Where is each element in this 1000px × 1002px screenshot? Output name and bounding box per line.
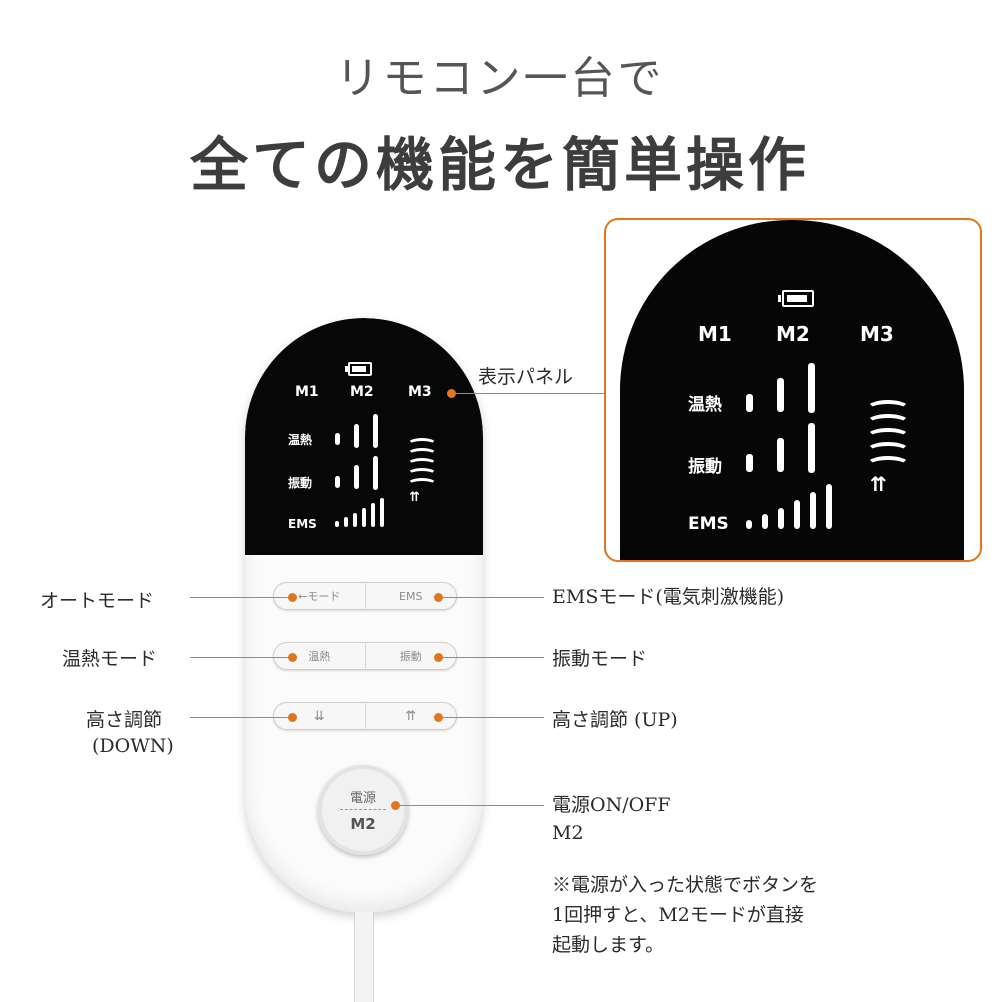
callout-vibe-dot bbox=[434, 653, 443, 662]
power-divider bbox=[340, 809, 386, 810]
callout-height-down-sub: (DOWN) bbox=[92, 735, 174, 757]
ems-bar-6 bbox=[380, 498, 384, 527]
callout-auto-dot bbox=[288, 593, 297, 602]
vibe-bar-1 bbox=[335, 476, 340, 488]
battery-icon bbox=[345, 362, 372, 376]
callout-up-line bbox=[438, 717, 544, 718]
battery-icon bbox=[778, 290, 814, 307]
zoom-heat-bar-3 bbox=[808, 363, 815, 413]
callout-ems-line bbox=[438, 597, 544, 598]
vibe-bar-3 bbox=[373, 456, 378, 490]
callout-height-up: 高さ調節 (UP) bbox=[552, 709, 678, 731]
vibe-bar-2 bbox=[354, 465, 359, 489]
ems-bar-2 bbox=[344, 517, 348, 527]
zoom-vibe-bar-2 bbox=[777, 438, 784, 472]
lcd-mode-m3: M3 bbox=[408, 384, 432, 400]
height-up-button[interactable]: ⇈ bbox=[364, 703, 457, 729]
zoomed-display: M1 M2 M3 温熱 振動 EMS ⇈ bbox=[620, 220, 964, 560]
ems-bar-3 bbox=[353, 513, 357, 527]
lcd-vibe-label: 振動 bbox=[288, 476, 313, 490]
callout-up-dot bbox=[434, 713, 443, 722]
lcd-heat-label: 温熱 bbox=[288, 433, 313, 447]
heat-button[interactable]: 温熱 bbox=[308, 650, 331, 663]
ems-button[interactable]: EMS bbox=[364, 583, 457, 609]
callout-display-line bbox=[452, 393, 605, 394]
mode-button[interactable]: ←モード bbox=[298, 589, 341, 604]
callout-power-line bbox=[396, 805, 544, 806]
callout-power-sub: M2 bbox=[552, 822, 584, 844]
zoom-ems-bar-3 bbox=[778, 508, 784, 529]
height-button-row: ⇊ ⇈ bbox=[273, 702, 457, 730]
zoom-heat-label: 温熱 bbox=[688, 395, 722, 415]
display-zoom-panel: M1 M2 M3 温熱 振動 EMS ⇈ bbox=[604, 218, 982, 562]
ems-bar-1 bbox=[335, 521, 339, 527]
heat-bar-3 bbox=[373, 414, 378, 448]
callout-vibe-mode: 振動モード bbox=[552, 648, 648, 670]
zoom-ems-bar-1 bbox=[746, 520, 752, 529]
power-note-line-1: ※電源が入った状態でボタンを bbox=[552, 874, 819, 896]
zoom-vibe-bar-3 bbox=[808, 423, 815, 473]
callout-auto-mode: オートモード bbox=[40, 590, 155, 612]
vibe-button[interactable]: 振動 bbox=[364, 643, 457, 669]
heat-bar-1 bbox=[335, 433, 340, 445]
callout-heat-mode: 温熱モード bbox=[62, 648, 158, 670]
callout-height-down: 高さ調節 bbox=[86, 709, 163, 731]
zoom-heat-bar-2 bbox=[777, 378, 784, 412]
zoom-height-level-icon: ⇈ bbox=[864, 400, 914, 500]
lcd-mode-m1: M1 bbox=[295, 384, 319, 400]
lcd-mode-m2: M2 bbox=[350, 384, 374, 400]
height-up-icon: ⇈ bbox=[405, 708, 417, 724]
power-button-label: 電源 bbox=[349, 791, 376, 806]
callout-ems-mode: EMSモード(電気刺激機能) bbox=[552, 586, 785, 608]
callout-vibe-line bbox=[438, 657, 544, 658]
heat-bar-2 bbox=[354, 424, 359, 448]
zoom-ems-label: EMS bbox=[688, 514, 729, 534]
zoom-mode-m1: M1 bbox=[698, 322, 732, 346]
height-down-icon: ⇊ bbox=[313, 708, 325, 724]
zoom-vibe-label: 振動 bbox=[688, 457, 722, 477]
subtitle: リモコン一台で bbox=[335, 53, 665, 104]
heat-vibe-button-row: 温熱 振動 bbox=[273, 642, 457, 670]
callout-ems-dot bbox=[434, 593, 443, 602]
zoom-ems-bar-5 bbox=[810, 492, 816, 529]
zoom-ems-bar-2 bbox=[762, 514, 768, 529]
callout-display-dot bbox=[447, 389, 456, 398]
callout-heat-dot bbox=[288, 653, 297, 662]
zoom-ems-bar-4 bbox=[794, 500, 800, 529]
power-note-line-2: 1回押すと、M2モードが直接 bbox=[552, 904, 804, 926]
callout-display-panel: 表示パネル bbox=[478, 366, 574, 388]
callout-down-line bbox=[190, 717, 292, 718]
callout-auto-line bbox=[190, 597, 292, 598]
zoom-mode-m2: M2 bbox=[776, 322, 810, 346]
ems-bar-5 bbox=[371, 503, 375, 527]
callout-down-dot bbox=[288, 713, 297, 722]
zoom-vibe-bar-1 bbox=[746, 454, 753, 472]
remote-display-panel: M1 M2 M3 温熱 振動 EMS ⇈ bbox=[245, 318, 483, 555]
height-down-button[interactable]: ⇊ bbox=[274, 703, 365, 729]
callout-power: 電源ON/OFF bbox=[552, 794, 671, 816]
power-button[interactable]: 電源 M2 bbox=[318, 765, 408, 855]
ems-bar-4 bbox=[362, 508, 366, 527]
callout-heat-line bbox=[190, 657, 292, 658]
power-button-mode: M2 bbox=[350, 815, 376, 833]
page-title: 全ての機能を簡単操作 bbox=[189, 131, 810, 199]
callout-power-dot bbox=[391, 801, 400, 810]
remote-control: M1 M2 M3 温熱 振動 EMS ⇈ ←モード EMS bbox=[245, 318, 483, 913]
remote-cable bbox=[354, 912, 374, 1002]
zoom-ems-bar-6 bbox=[826, 484, 832, 529]
height-level-icon: ⇈ bbox=[405, 438, 439, 510]
lcd-ems-label: EMS bbox=[288, 517, 317, 531]
power-note-line-3: 起動します。 bbox=[552, 934, 665, 956]
zoom-heat-bar-1 bbox=[746, 394, 753, 412]
zoom-mode-m3: M3 bbox=[860, 322, 894, 346]
mode-ems-button-row: ←モード EMS bbox=[273, 582, 457, 610]
arrow-left-icon: ← bbox=[298, 589, 308, 603]
